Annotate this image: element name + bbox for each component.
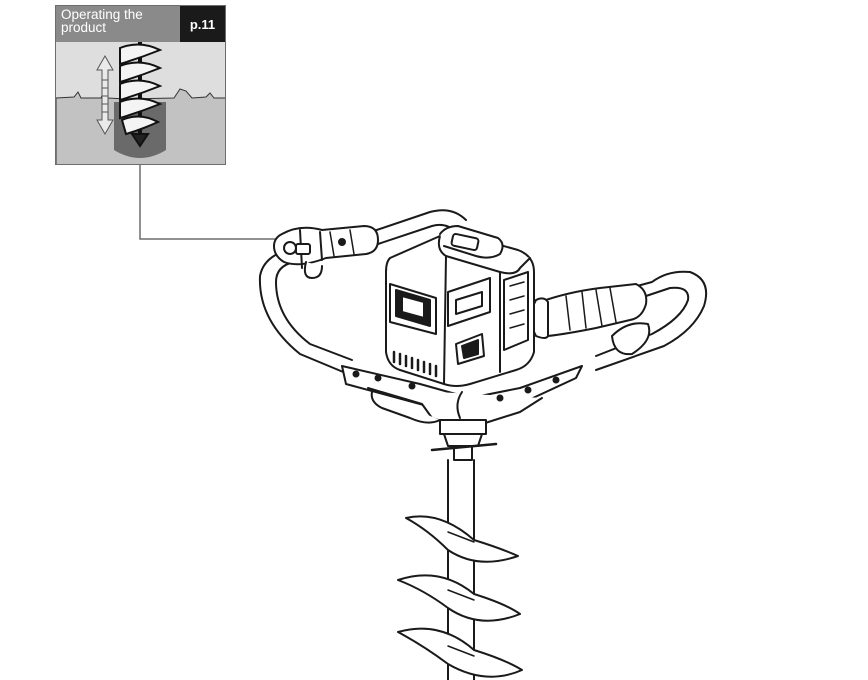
auger-bit-icon xyxy=(397,459,523,680)
base-frame-icon xyxy=(341,365,583,427)
throttle-trigger-handle-icon xyxy=(273,225,379,279)
cooling-vents-icon xyxy=(392,350,438,378)
page-reference-badge[interactable]: p.11 xyxy=(180,6,225,42)
right-handle-grip-icon xyxy=(530,270,708,371)
auger-drilling-into-ground-icon xyxy=(56,42,225,164)
callout-title: Operating the product xyxy=(61,7,143,35)
callout-card[interactable]: Operating the product p.11 xyxy=(55,5,226,165)
battery-pack-icon xyxy=(389,271,529,365)
output-shaft-icon xyxy=(430,419,498,461)
